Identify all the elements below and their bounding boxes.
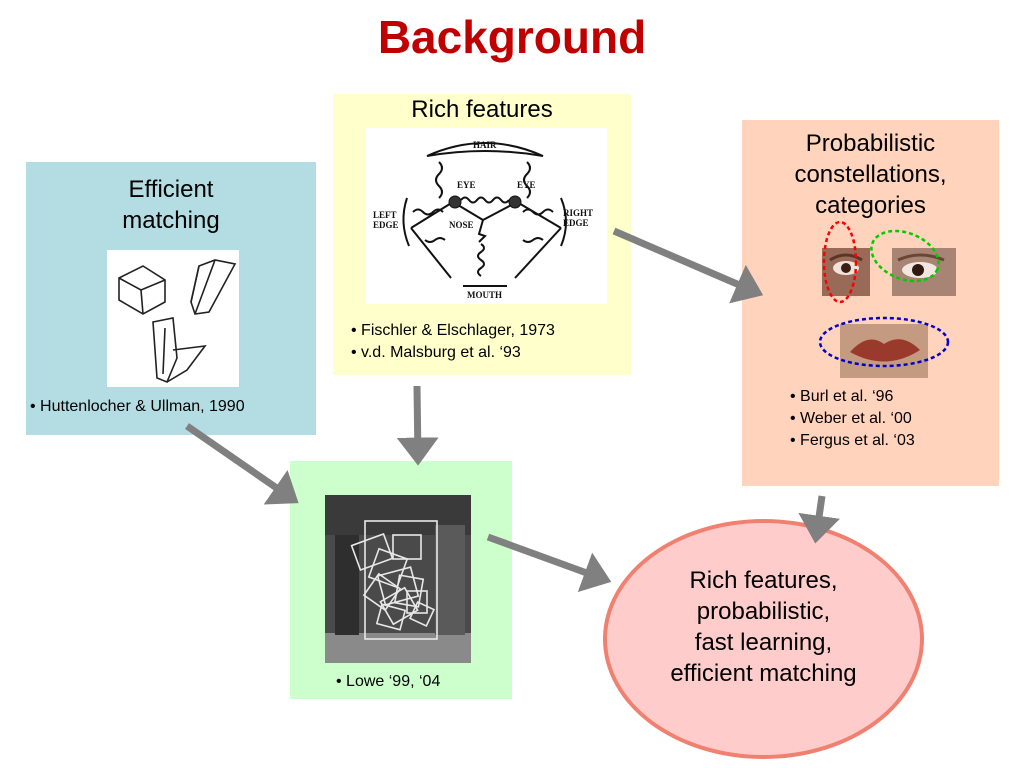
- left-eye-ellipse: [822, 220, 858, 304]
- goal-ellipse: [603, 519, 924, 759]
- efficient-references: • Huttenlocher & Ullman, 1990: [30, 396, 245, 418]
- goal-line: efficient matching: [670, 660, 857, 687]
- eye-left-label: EYE: [457, 180, 476, 190]
- arrow-rich-to-lowe: [396, 385, 439, 466]
- hair-label: HAIR: [473, 140, 497, 150]
- goal-line: fast learning,: [694, 629, 833, 656]
- reference-item: • Huttenlocher & Ullman, 1990: [30, 398, 245, 415]
- efficient-matching-heading: Efficient matching: [26, 174, 316, 236]
- heading-line: constellations,: [794, 161, 947, 188]
- reference-item: • Fergus et al. ‘03: [790, 432, 915, 449]
- efficient-matching-box: Efficient matching • Huttenlocher & Ullm…: [26, 162, 316, 435]
- eye-right-label: EYE: [517, 180, 536, 190]
- reference-item: • Lowe ‘99, ‘04: [336, 673, 441, 690]
- arrow-prob-to-goal: [798, 495, 840, 544]
- face-parts-image: [818, 220, 956, 378]
- lowe-references: • Lowe ‘99, ‘04: [336, 671, 440, 693]
- mouth-label: MOUTH: [467, 290, 502, 300]
- nose-label: NOSE: [449, 220, 474, 230]
- rich-features-box: Rich features HAIR EYE: [333, 94, 631, 375]
- sift-features-photo: [325, 495, 471, 663]
- mouth-ellipse: [818, 316, 950, 368]
- arrow-efficient-to-lowe: [185, 423, 299, 505]
- slide-title: Background: [377, 11, 647, 63]
- probabilistic-references: • Burl et al. ‘96 • Weber et al. ‘00 • F…: [790, 386, 915, 452]
- heading-line: Probabilistic: [805, 130, 936, 157]
- goal-line: probabilistic,: [696, 598, 831, 625]
- probabilistic-heading: Probabilistic constellations, categories: [742, 128, 999, 221]
- right-edge-label-2: EDGE: [563, 218, 589, 228]
- left-edge-label-1: LEFT: [373, 210, 397, 220]
- right-eye-ellipse: [870, 229, 940, 283]
- probabilistic-constellations-box: Probabilistic constellations, categories…: [742, 120, 999, 486]
- reference-item: • v.d. Malsburg et al. ‘93: [351, 344, 521, 361]
- pictorial-structure-face-diagram: HAIR EYE EYE LEFT EDGE RIGHT EDGE NOSE M…: [365, 128, 607, 304]
- reference-item: • Weber et al. ‘00: [790, 410, 912, 427]
- right-edge-label-1: RIGHT: [563, 208, 593, 218]
- left-edge-label-2: EDGE: [373, 220, 399, 230]
- rich-features-references: • Fischler & Elschlager, 1973 • v.d. Mal…: [351, 320, 555, 364]
- lowe-box: • Lowe ‘99, ‘04: [290, 461, 512, 699]
- heading-line: categories: [815, 192, 926, 219]
- arrow-rich-to-prob: [612, 227, 764, 304]
- heading-line: matching: [122, 207, 220, 234]
- reference-item: • Burl et al. ‘96: [790, 388, 894, 405]
- goal-line: Rich features,: [689, 567, 838, 594]
- arrow-lowe-to-goal: [486, 533, 612, 593]
- wireframe-objects-image: [107, 250, 239, 387]
- goal-text: Rich features, probabilistic, fast learn…: [603, 565, 924, 689]
- heading-line: Efficient: [128, 176, 214, 203]
- rich-features-heading: Rich features: [411, 96, 553, 123]
- reference-item: • Fischler & Elschlager, 1973: [351, 322, 555, 339]
